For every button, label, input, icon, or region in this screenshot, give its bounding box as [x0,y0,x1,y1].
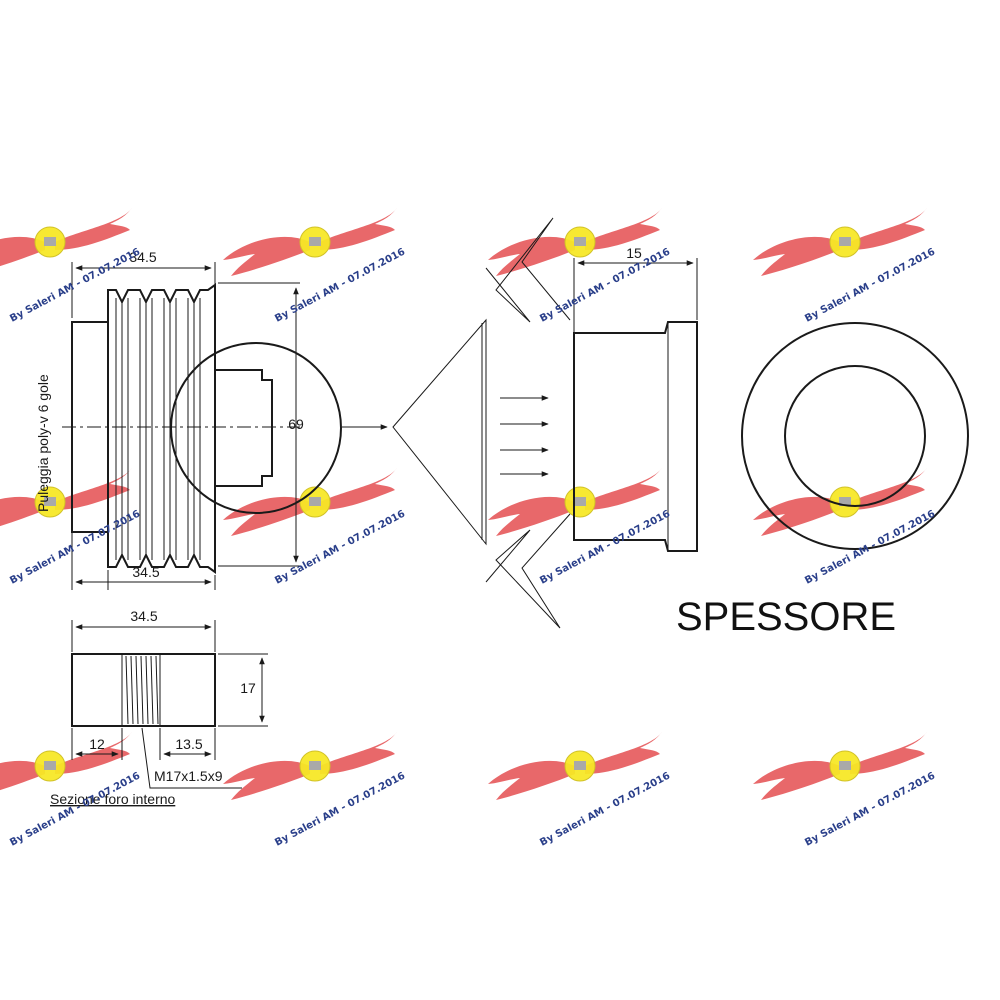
watermark-text: By Saleri AM - 07.07.2016 [803,509,937,587]
projection-arrows [342,217,571,629]
watermark-layer [0,207,928,801]
watermark-text: By Saleri AM - 07.07.2016 [803,247,937,325]
pulley-grooves-outline [107,283,216,574]
thread-leader [141,727,242,789]
ring-outer [741,322,969,550]
ring-inner [784,365,926,507]
watermark-text: By Saleri AM - 07.07.2016 [538,247,672,325]
watermark-text: By Saleri AM - 07.07.2016 [8,771,142,849]
dim-thickness-label: 15 [626,245,642,261]
watermark-text: By Saleri AM - 07.07.2016 [538,771,672,849]
dim-bore-right-label: 13.5 [175,736,202,752]
thickness-section: 15 SPESSORE [573,245,896,639]
watermark-text-layer: By Saleri AM - 07.07.2016 By Saleri AM -… [8,247,937,849]
projection-cone [392,318,487,546]
thickness-part [573,321,698,552]
dim-top-label: 34.5 [129,249,156,265]
detail-hub [215,369,273,487]
groove-lines [115,298,201,560]
bore-section: 34.5 17 12 13.5 M17x1.5x9 Sezione foro i… [50,608,268,807]
dim-bore-width-label: 34.5 [130,608,157,624]
watermark-text: By Saleri AM - 07.07.2016 [803,771,937,849]
bore-thread [121,653,161,727]
thread-label: M17x1.5x9 [154,768,223,784]
watermark-text: By Saleri AM - 07.07.2016 [273,509,407,587]
pulley-vertical-label: Puleggia poly-v 6 gole [35,374,51,512]
bore-body [71,653,216,727]
ring-front-view [741,322,969,550]
bore-caption: Sezione foro interno [50,791,176,807]
dim-diameter-label: 69 [288,416,304,432]
pulley-side-view: 34.5 34.5 69 Puleggia poly-v 6 gole [35,249,342,590]
dim-bore-height-label: 17 [240,680,256,696]
dim-bore-left-label: 12 [89,736,105,752]
watermark-text: By Saleri AM - 07.07.2016 [273,247,407,325]
detail-circle [170,342,342,514]
watermark-text: By Saleri AM - 07.07.2016 [273,771,407,849]
thickness-title: SPESSORE [676,595,896,639]
watermark-text: By Saleri AM - 07.07.2016 [538,509,672,587]
thread-lines [125,655,159,725]
dim-bottom-label: 34.5 [132,564,159,580]
